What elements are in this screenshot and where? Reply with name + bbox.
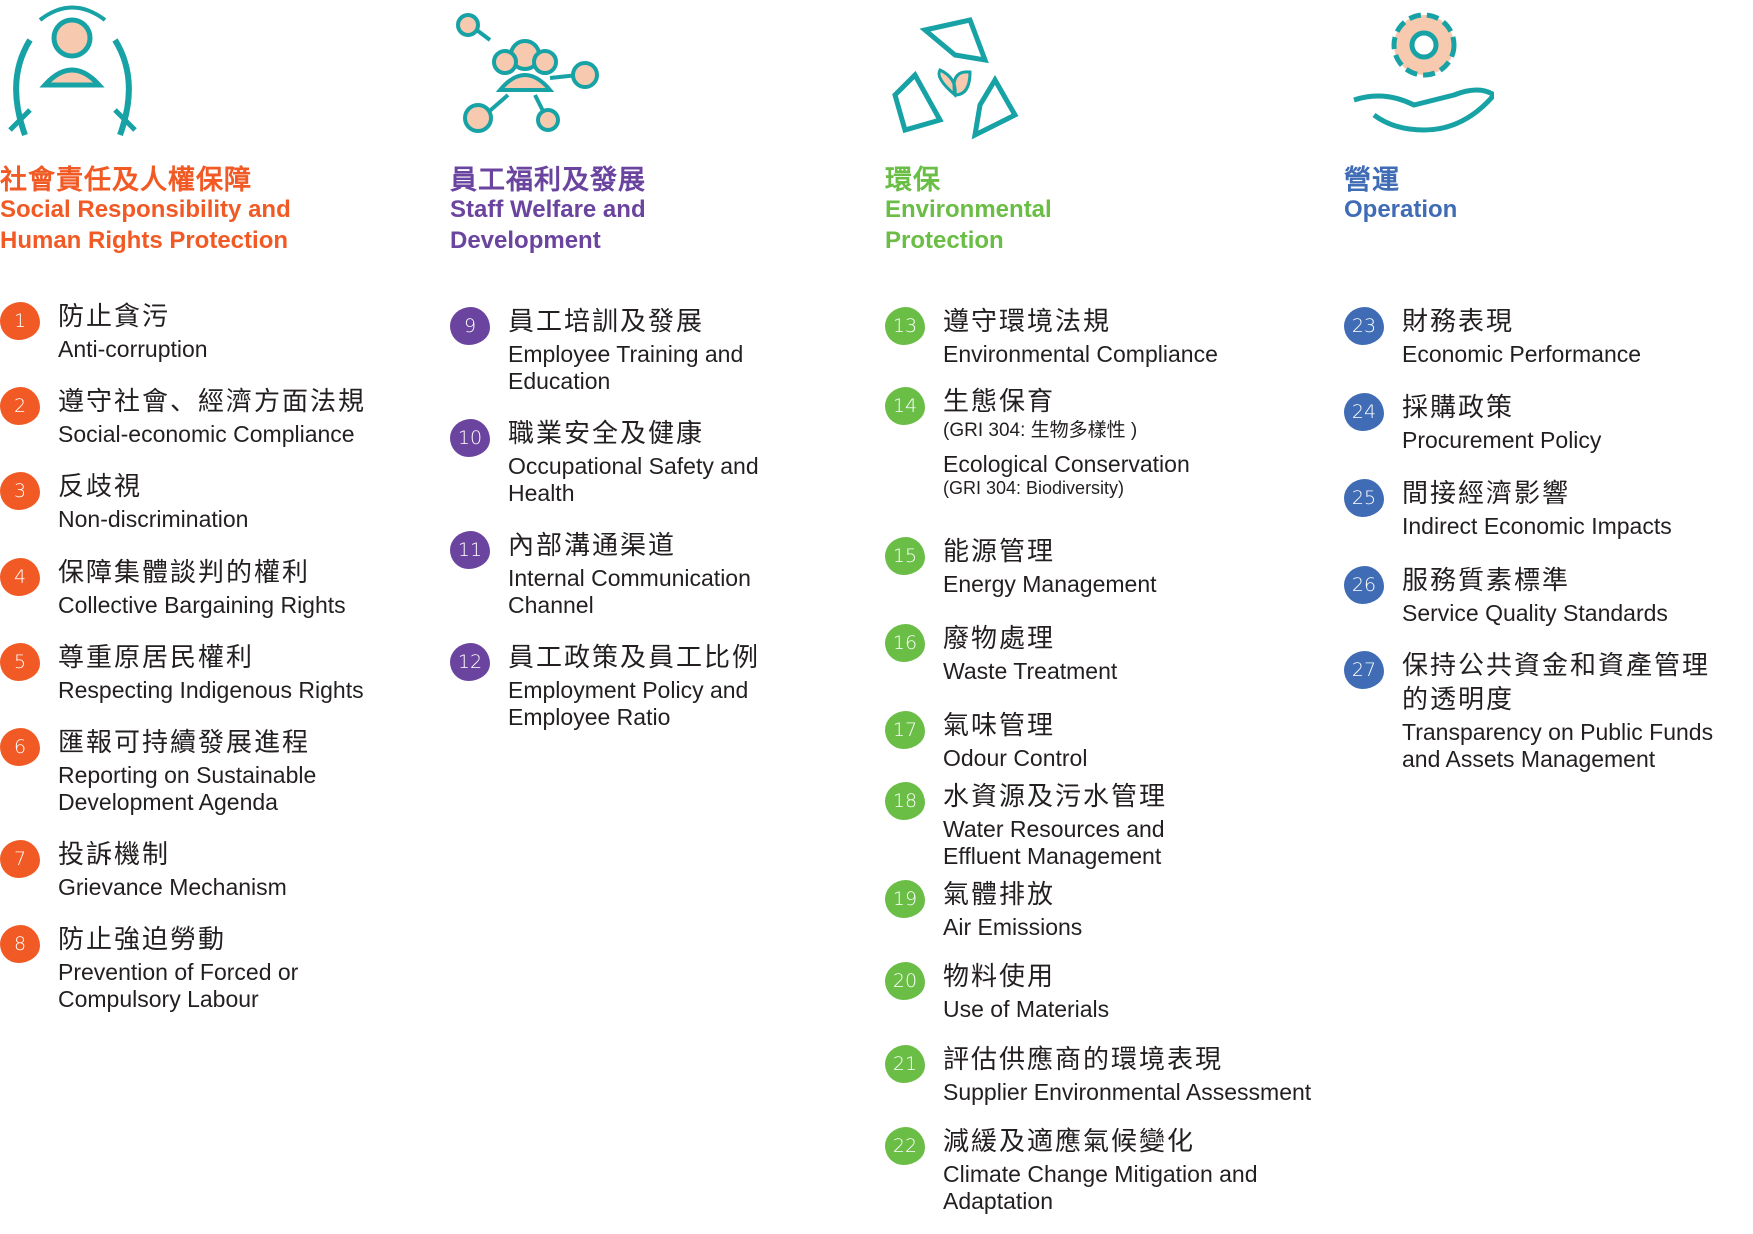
topic-title-cn: 尊重原居民權利 xyxy=(58,643,255,673)
topic-number-badge: 20 xyxy=(885,962,925,1000)
topic-number-badge: 21 xyxy=(885,1045,925,1083)
topic-title-cn: 氣味管理 xyxy=(943,711,1056,741)
category-title-cn: 環保 xyxy=(885,165,941,196)
topic-title-en: Anti-corruption xyxy=(58,336,208,362)
topic-title-cn: 服務質素標準 xyxy=(1402,566,1571,596)
category-column-social: 社會責任及人權保障 Social Responsibility and Huma… xyxy=(0,0,440,1234)
category-column-ops: 營運 Operation 23 財務表現 Economic Performance 2… xyxy=(1344,0,1753,1234)
topic-title-cn: 評估供應商的環境表現 xyxy=(943,1045,1224,1075)
topic-number-badge: 24 xyxy=(1344,393,1384,431)
topic-title-cn: 內部溝通渠道 xyxy=(508,531,677,561)
topic-title-en: Respecting Indigenous Rights xyxy=(58,677,364,703)
topic-title-en: Collective Bargaining Rights xyxy=(58,592,346,618)
topic-title-cn: 廢物處理 xyxy=(943,624,1056,654)
topic-title-en: Prevention of Forced or Compulsory Labou… xyxy=(58,959,299,1012)
topic-number-badge: 9 xyxy=(450,307,490,345)
topic-number-badge: 18 xyxy=(885,782,925,820)
topic-number-badge: 19 xyxy=(885,880,925,918)
topic-title-en: Water Resources and Effluent Management xyxy=(943,816,1165,869)
topic-title-cn: 員工政策及員工比例 xyxy=(508,643,761,673)
category-title-en: Environmental Protection xyxy=(885,196,1052,254)
topic-title-cn: 職業安全及健康 xyxy=(508,419,705,449)
topic-title-cn: 生態保育 xyxy=(943,387,1056,417)
topic-title-en: Employee Training and Education xyxy=(508,341,744,394)
topic-title-en: Grievance Mechanism xyxy=(58,874,287,900)
topic-title-en: Energy Management xyxy=(943,571,1157,597)
topic-title-en: Internal Communication Channel xyxy=(508,565,751,618)
topic-gri-en: (GRI 304: Biodiversity) xyxy=(943,478,1125,498)
topic-number-badge: 14 xyxy=(885,387,925,425)
topic-title-cn: 氣體排放 xyxy=(943,880,1056,910)
topic-title-en: Reporting on Sustainable Development Age… xyxy=(58,762,317,815)
topic-title-en: Indirect Economic Impacts xyxy=(1402,513,1672,539)
hands-person-icon xyxy=(8,5,137,137)
topic-title-cn: 能源管理 xyxy=(943,537,1056,567)
topic-title-cn: 遵守社會、經濟方面法規 xyxy=(58,387,367,417)
topic-number-badge: 16 xyxy=(885,624,925,662)
category-title-en: Social Responsibility and Human Rights P… xyxy=(0,196,291,254)
topic-number-badge: 25 xyxy=(1344,479,1384,517)
gear-hand-icon xyxy=(1353,12,1494,133)
topic-number-badge: 5 xyxy=(0,643,40,681)
topic-title-en: Air Emissions xyxy=(943,914,1083,940)
topic-title-en: Service Quality Standards xyxy=(1402,600,1668,626)
category-title-cn: 營運 xyxy=(1344,165,1400,196)
topic-number-badge: 12 xyxy=(450,643,490,681)
topic-title-cn: 遵守環境法規 xyxy=(943,307,1112,337)
category-title-en: Operation xyxy=(1344,196,1458,223)
category-column-staff: 員工福利及發展 Staff Welfare and Development 9 員… xyxy=(450,0,890,1234)
topic-number-badge: 2 xyxy=(0,387,40,425)
topic-number-badge: 1 xyxy=(0,302,40,340)
topic-number-badge: 4 xyxy=(0,558,40,596)
topic-number-badge: 22 xyxy=(885,1127,925,1165)
topic-number-badge: 26 xyxy=(1344,566,1384,604)
topic-number-badge: 11 xyxy=(450,531,490,569)
category-title-cn: 社會責任及人權保障 xyxy=(0,165,252,196)
topic-title-cn: 員工培訓及發展 xyxy=(508,307,705,337)
topic-title-en: Ecological Conservation xyxy=(943,451,1190,477)
topic-title-en: Climate Change Mitigation and Adaptation xyxy=(943,1161,1258,1214)
topic-title-cn: 減緩及適應氣候變化 xyxy=(943,1127,1196,1157)
topic-title-en: Odour Control xyxy=(943,745,1088,771)
topic-title-cn: 保持公共資金和資產管理 的透明度 xyxy=(1402,651,1711,715)
topic-title-en: Social-economic Compliance xyxy=(58,421,355,447)
topic-number-badge: 3 xyxy=(0,472,40,510)
topic-title-cn: 水資源及污水管理 xyxy=(943,782,1168,812)
topic-title-en: Non-discrimination xyxy=(58,506,249,532)
topic-title-cn: 反歧視 xyxy=(58,472,143,502)
topic-title-en: Environmental Compliance xyxy=(943,341,1218,367)
topic-number-badge: 23 xyxy=(1344,307,1384,345)
topic-number-badge: 13 xyxy=(885,307,925,345)
topic-title-cn: 採購政策 xyxy=(1402,393,1515,423)
topic-number-badge: 15 xyxy=(885,537,925,575)
topic-title-en: Economic Performance xyxy=(1402,341,1642,367)
topic-gri-cn: (GRI 304: 生物多樣性 ) xyxy=(943,420,1138,441)
topic-title-en: Procurement Policy xyxy=(1402,427,1602,453)
topic-number-badge: 7 xyxy=(0,840,40,878)
category-title-en: Staff Welfare and Development xyxy=(450,196,646,254)
category-column-env: 環保 Environmental Protection 13 遵守環境法規 Envi… xyxy=(885,0,1325,1234)
topic-title-en: Employment Policy and Employee Ratio xyxy=(508,677,749,730)
topic-title-cn: 財務表現 xyxy=(1402,307,1515,337)
topic-number-badge: 10 xyxy=(450,419,490,457)
category-title-cn: 員工福利及發展 xyxy=(450,165,646,196)
topic-title-cn: 匯報可持續發展進程 xyxy=(58,728,311,758)
topic-number-badge: 27 xyxy=(1344,651,1384,689)
topic-title-cn: 物料使用 xyxy=(943,962,1056,992)
people-network-icon xyxy=(456,13,599,133)
topic-title-cn: 保障集體談判的權利 xyxy=(58,558,311,588)
topic-title-cn: 防止貪污 xyxy=(58,302,171,332)
topic-title-cn: 投訴機制 xyxy=(58,840,171,870)
topic-title-cn: 防止強迫勞動 xyxy=(58,925,227,955)
topic-title-en: Transparency on Public Funds and Assets … xyxy=(1402,719,1714,772)
topic-number-badge: 8 xyxy=(0,925,40,963)
topic-title-en: Use of Materials xyxy=(943,996,1110,1022)
topic-title-en: Supplier Environmental Assessment xyxy=(943,1079,1312,1105)
topic-title-cn: 間接經濟影響 xyxy=(1402,479,1571,509)
recycle-leaf-icon xyxy=(892,17,1019,140)
topic-number-badge: 6 xyxy=(0,728,40,766)
topic-title-en: Waste Treatment xyxy=(943,658,1118,684)
topic-number-badge: 17 xyxy=(885,711,925,749)
topic-title-en: Occupational Safety and Health xyxy=(508,453,759,506)
